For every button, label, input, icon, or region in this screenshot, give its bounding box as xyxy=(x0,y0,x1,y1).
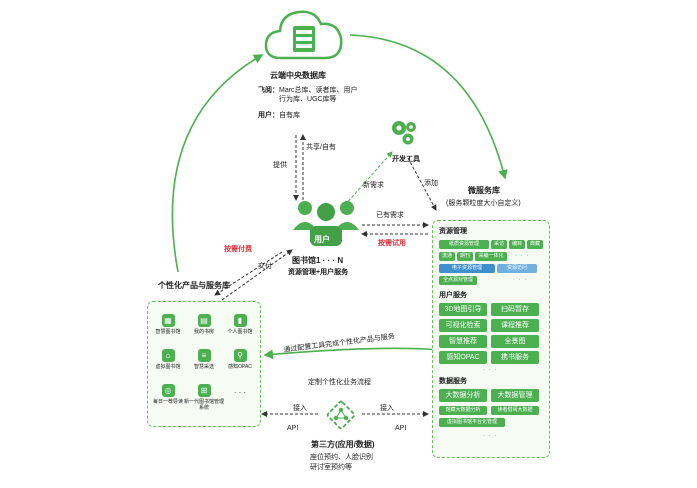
chip-virtual-platform: 虚拟图书馆平台化管理 xyxy=(439,418,505,427)
user-label: 用户： xyxy=(258,112,279,119)
product-panel: ▦智慧图书馆 ▤我的书房 ▮个人图书馆 ⌂虚拟图书馆 ≡智慧采选 ⚲感知OPAC… xyxy=(147,301,261,427)
chip-full-source: 全点源对管理 xyxy=(439,276,477,285)
compass-icon: ◎ xyxy=(161,384,175,397)
label-share: 共享/自有 xyxy=(306,144,336,151)
chip-carry-book: 携书服务 xyxy=(491,351,539,364)
chip-circulation: 流通 xyxy=(439,252,455,261)
dots-4: · · · xyxy=(483,433,498,439)
feiyue-line2: 行为库、UGC库等 xyxy=(279,96,337,103)
third-party-line1: 座位预约、人脸识别 xyxy=(310,454,373,461)
micro-title: 微服务库 xyxy=(468,186,500,195)
product-item: ≡智慧采选 xyxy=(193,349,214,370)
product-item: ▦智慧图书馆 xyxy=(155,314,181,335)
chip-collection: 典藏 xyxy=(527,240,543,249)
chip-bigdata-manage: 大数据管理 xyxy=(491,389,539,402)
product-item: ◎每日一荐导读 xyxy=(152,384,183,405)
section-data: 数据服务 xyxy=(439,378,467,385)
feiyue-line1: Marc总库、读者库、用户 xyxy=(279,87,358,94)
dots-3: · · · xyxy=(483,367,498,373)
label-deliver: 交付 xyxy=(258,263,272,270)
product-item: ⌂虚拟图书馆 xyxy=(155,349,181,370)
dots-1: · · · xyxy=(515,253,530,259)
search-icon: ⚲ xyxy=(233,349,247,362)
third-party-line2: 研讨室预约等 xyxy=(310,464,352,471)
chip-e-resource: 电子资源管理 xyxy=(439,264,495,273)
chip-holdings-data: 馆藏大数据分析 xyxy=(439,406,487,415)
chip-opac: 感知OPAC xyxy=(439,351,487,364)
user-value: 自有库 xyxy=(279,112,300,119)
chip-paper-resource: 纸质资源管理 xyxy=(439,240,489,249)
book-stack-icon: ≡ xyxy=(197,349,211,362)
chip-panorama: 全景图 xyxy=(491,335,539,348)
chip-resource-access: 资源访问 xyxy=(497,264,537,273)
product-title: 个性化产品与服务库 xyxy=(158,281,230,290)
chip-smart-recommend: 智慧推荐 xyxy=(439,335,487,348)
product-item: ▤我的书房 xyxy=(193,314,214,335)
gears-icon xyxy=(392,121,416,145)
chip-bigdata-analysis: 大数据分析 xyxy=(439,389,487,402)
label-custom: 定制个性化业务流程 xyxy=(308,379,371,386)
chip-visual-search: 可视化检索 xyxy=(439,319,487,332)
dev-tools-title: 开发工具 xyxy=(392,156,420,163)
micro-subtitle: (服务颗粒度大小自定义) xyxy=(446,200,521,207)
label-trial: 按需试用 xyxy=(378,240,406,247)
label-access-right: 接入 xyxy=(380,405,394,412)
section-user: 用户服务 xyxy=(439,292,467,299)
book-icon: ▤ xyxy=(197,314,211,327)
library-subtitle: 资源管理+用户服务 xyxy=(288,269,349,276)
feiyue-label: 飞阅： xyxy=(258,87,279,94)
label-add: 添加 xyxy=(424,180,438,187)
cloud-db-title: 云端中央数据库 xyxy=(270,71,326,80)
chip-integration: 采编一体化 xyxy=(475,252,507,261)
chip-catalog: 编目 xyxy=(509,240,525,249)
chip-reader-data: 读者借阅大数据 xyxy=(491,406,539,415)
product-item: ▮个人图书馆 xyxy=(227,314,253,335)
chip-course: 课程推荐 xyxy=(491,319,539,332)
label-provide: 提供 xyxy=(273,162,287,169)
chip-acquire: 采访 xyxy=(491,240,507,249)
section-resource: 资源管理 xyxy=(439,228,467,235)
label-api-left: API xyxy=(287,425,299,432)
label-access-left: 接入 xyxy=(293,405,307,412)
micro-services-panel: 资源管理 纸质资源管理 采访 编目 典藏 流通 期刊 采编一体化 · · · 电… xyxy=(432,220,550,458)
library-icon: ▦ xyxy=(161,314,175,327)
label-new-demand: 新需求 xyxy=(363,182,384,189)
label-existing-demand: 已有需求 xyxy=(376,212,404,219)
library-title: 图书馆1 · · · N xyxy=(292,256,344,265)
chip-journal: 期刊 xyxy=(457,252,473,261)
bank-icon: ⌂ xyxy=(161,349,175,362)
label-pay: 按需付费 xyxy=(224,246,252,253)
chip-scan: 扫码暂存 xyxy=(491,303,539,316)
dots-2: · · · xyxy=(513,277,528,283)
label-api-right: API xyxy=(395,425,407,432)
product-item-more: · · · xyxy=(233,388,247,397)
product-item: ⊞新一代图书馆管理系统 xyxy=(184,384,225,411)
grid-icon: ⊞ xyxy=(197,384,211,397)
cloud-database-icon xyxy=(264,10,343,60)
third-party-title: 第三方(应用/数据) xyxy=(311,440,375,449)
bookmark-icon: ▮ xyxy=(233,314,247,327)
chip-3d-map: 3D地图引导 xyxy=(439,303,487,316)
product-item: ⚲感知OPAC xyxy=(228,349,252,370)
network-icon xyxy=(326,400,356,430)
library-badge: 用户 xyxy=(314,235,330,244)
users-icon xyxy=(293,201,359,246)
